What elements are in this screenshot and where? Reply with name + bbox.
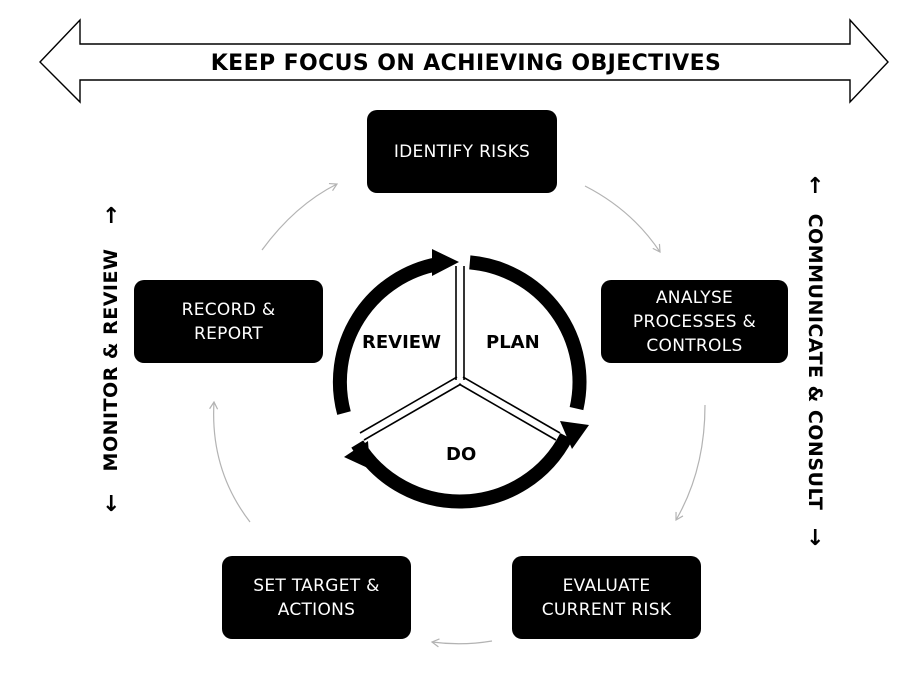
- step-analyse-label: ANALYSE PROCESSES & CONTROLS: [632, 287, 757, 356]
- wheel-arc-do: [351, 433, 573, 509]
- step-evaluate-risk: EVALUATE CURRENT RISK: [512, 556, 701, 639]
- cycle-arrow-analyse-to-evaluate: [675, 404, 706, 522]
- banner-double-arrow: [39, 18, 889, 104]
- left-arrow-down-icon: ↓: [102, 492, 121, 517]
- step-record-label: RECORD & REPORT: [181, 299, 276, 344]
- wheel-arc-review: [332, 257, 440, 415]
- step-target-label: SET TARGET & ACTIONS: [253, 575, 380, 620]
- wheel-label-plan: PLAN: [486, 332, 540, 353]
- step-record-report: RECORD & REPORT: [134, 280, 323, 363]
- step-analyse-processes: ANALYSE PROCESSES & CONTROLS: [601, 280, 788, 363]
- step-identify-label: IDENTIFY RISKS: [393, 141, 531, 162]
- wheel-label-do: DO: [446, 444, 477, 465]
- wheel-arrowhead-review: [432, 249, 459, 276]
- step-set-target: SET TARGET & ACTIONS: [222, 556, 411, 639]
- step-evaluate-label: EVALUATE CURRENT RISK: [541, 575, 672, 620]
- banner-title: KEEP FOCUS ON ACHIEVING OBJECTIVES: [210, 50, 722, 76]
- wheel-arrowhead-plan: [560, 421, 589, 449]
- side-label-communicate-consult: COMMUNICATE & CONSULT: [804, 213, 826, 511]
- wheel-arrowhead-do: [344, 441, 370, 469]
- side-label-monitor-review: MONITOR & REVIEW: [100, 248, 122, 472]
- right-arrow-down-icon: ↓: [806, 526, 825, 551]
- cycle-arrow-identify-to-analyse: [584, 185, 661, 254]
- wheel-label-review: REVIEW: [362, 332, 441, 353]
- right-arrow-up-icon: ↑: [806, 174, 825, 199]
- left-arrow-up-icon: ↑: [102, 204, 121, 229]
- cycle-arrow-target-to-record: [209, 400, 251, 523]
- wheel-arc-plan: [469, 255, 587, 411]
- step-identify-risks: IDENTIFY RISKS: [367, 110, 557, 193]
- cycle-arrow-evaluate-to-target: [430, 638, 493, 648]
- cycle-arrow-record-to-identify: [261, 182, 339, 251]
- pdr-wheel: [332, 249, 589, 509]
